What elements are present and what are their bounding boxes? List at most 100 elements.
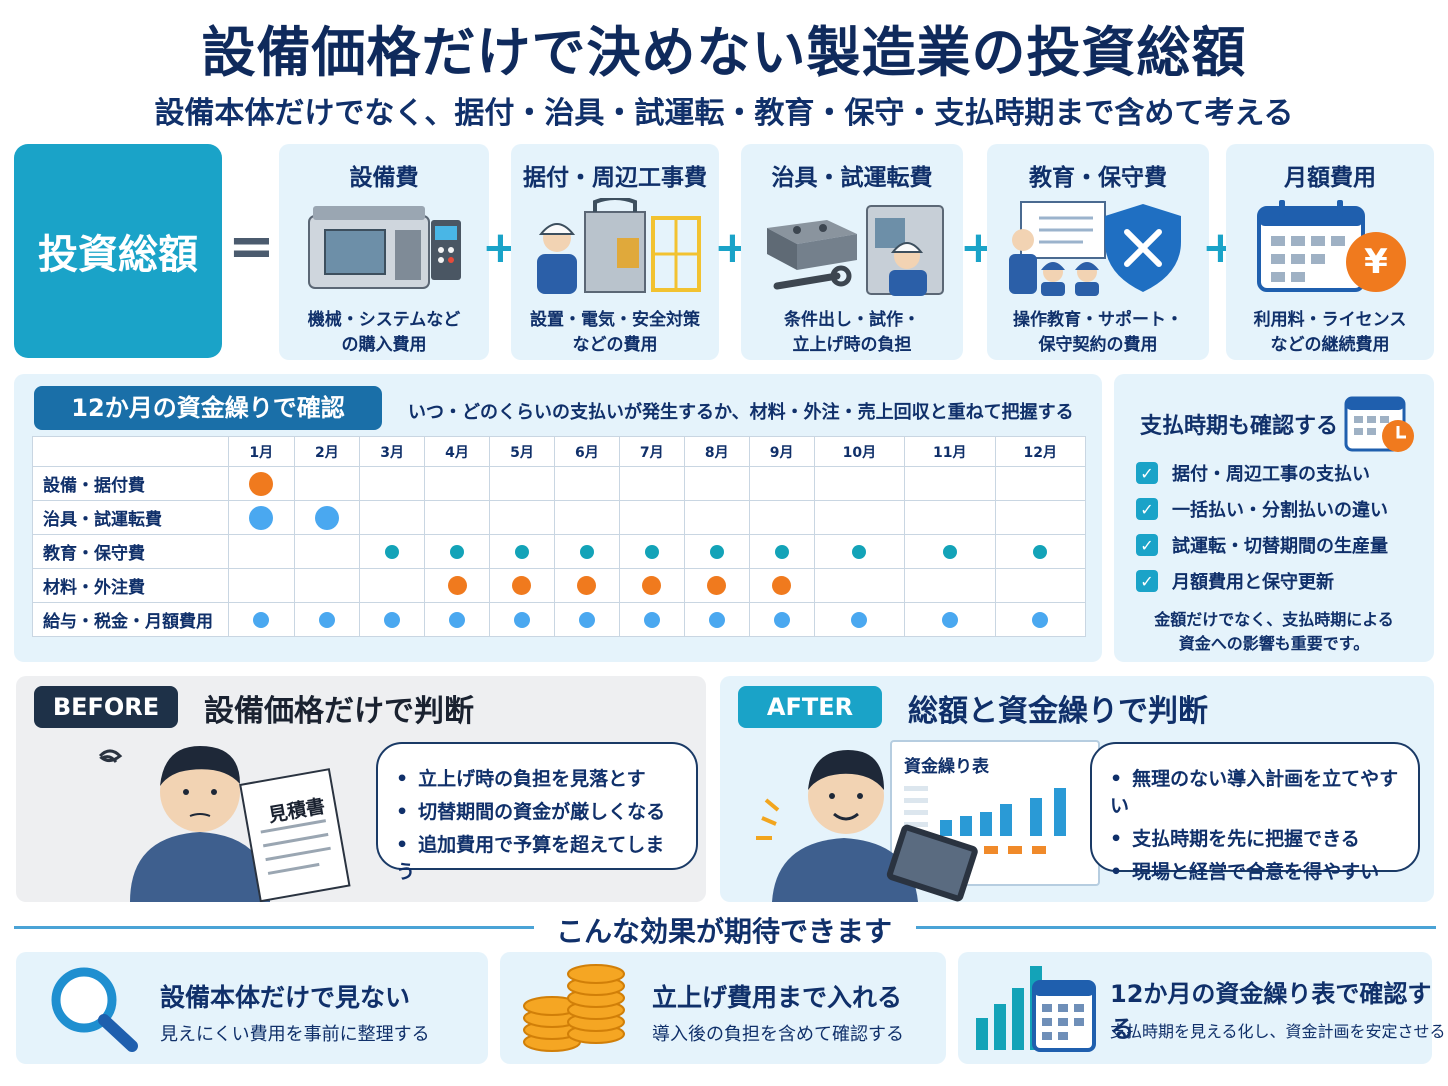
payment-dot: [514, 545, 529, 559]
cashflow-bar-icon: [904, 786, 1066, 854]
calendar-yen-icon: [1257, 200, 1365, 292]
month-header: 4月: [424, 436, 490, 467]
cost-card-desc-1: 設置・電気・安全対策: [530, 310, 700, 330]
schedule-cell: [228, 602, 295, 637]
cost-card-equipment: 設備費 機械・システムなどの購入費用: [279, 144, 489, 360]
payment-dot: [579, 545, 594, 559]
schedule-cell: [618, 534, 685, 569]
schedule-cell: [359, 466, 426, 501]
schedule-cell: [293, 466, 361, 501]
payment-dot: [942, 545, 957, 559]
cost-card-desc-1: 操作教育・サポート・: [1013, 310, 1183, 330]
schedule-corner-cell: [32, 436, 229, 467]
payment-check-title: 支払時期も確認する: [1140, 414, 1339, 439]
schedule-cell: [683, 602, 750, 637]
schedule-cell: [553, 568, 620, 603]
effect-title-1: 設備本体だけで見ない: [160, 983, 411, 1012]
month-header: 11月: [904, 436, 996, 467]
cost-card-jig-trial: 治具・試運転費 条件出し・試作・立上げ時の負担: [741, 144, 963, 360]
before-badge: BEFORE: [34, 686, 178, 728]
equals-sign: =: [228, 214, 275, 279]
payment-dot: [253, 612, 270, 628]
schedule-cell: [994, 534, 1087, 569]
schedule-cell: [359, 568, 426, 603]
payment-dot: [578, 612, 595, 628]
schedule-cell: [359, 534, 426, 569]
schedule-cell: [813, 568, 906, 603]
payment-dot: [249, 505, 274, 530]
payment-check-item-label: 試運転・切替期間の生産量: [1172, 536, 1388, 557]
month-header: 10月: [813, 436, 906, 467]
schedule-cell: [748, 568, 815, 603]
schedule-cell: [618, 602, 685, 637]
after-speech-bubble: 無理のない導入計画を立てやすい支払時期を先に把握できる現場と経営で合意を得やすい: [1090, 742, 1420, 883]
after-title: 総額と資金繰りで判断: [908, 694, 1208, 729]
divider-line-left: [14, 926, 534, 929]
month-header: 8月: [683, 436, 750, 467]
schedule-cell: [424, 534, 490, 569]
month-header: 12月: [994, 436, 1087, 467]
plus-sign: +: [714, 222, 751, 273]
month-header: 9月: [748, 436, 815, 467]
schedule-cell: [553, 602, 620, 637]
schedule-cell: [618, 568, 685, 603]
payment-dot: [772, 576, 792, 595]
schedule-cell: [904, 500, 996, 535]
schedule-cell: [994, 568, 1087, 603]
page-subtitle: 設備本体だけでなく、据付・治具・試運転・教育・保守・支払時期まで含めて考える: [154, 96, 1294, 131]
schedule-cell: [904, 602, 996, 637]
after-point: 無理のない導入計画を立てやすい: [1110, 764, 1400, 818]
payment-check-item-label: 据付・周辺工事の支払い: [1172, 464, 1370, 485]
cost-card-desc-1: 利用料・ライセンス: [1253, 310, 1407, 330]
schedule-cell: [489, 500, 555, 535]
cost-card-installation: 据付・周辺工事費 設置・電気・安全対策などの費用: [511, 144, 719, 360]
schedule-cell: [748, 602, 815, 637]
month-header: 5月: [489, 436, 555, 467]
payment-check-note-1: 金額だけでなく、支払時期による: [1154, 610, 1394, 629]
chart-calendar-icon: [976, 966, 1096, 1052]
schedule-cell: [748, 500, 815, 535]
before-point: 追加費用で予算を超えてしまう: [396, 830, 678, 884]
page-title: 設備価格だけで決めない製造業の投資総額: [201, 21, 1247, 84]
before-speech-bubble: 立上げ時の負担を見落とす切替期間の資金が厳しくなる追加費用で予算を超えてしまう: [376, 742, 698, 883]
schedule-cell: [293, 602, 361, 637]
cost-card-desc-2: 保守契約の費用: [1038, 335, 1158, 355]
before-point: 立上げ時の負担を見落とす: [396, 764, 678, 791]
jig-wrench-icon: [767, 205, 944, 296]
payment-dot: [852, 545, 867, 559]
cost-card-title: 設備費: [349, 165, 419, 191]
schedule-row: 治具・試運転費: [32, 500, 1087, 535]
cost-card-desc-2: 立上げ時の負担: [792, 335, 912, 355]
schedule-row-label: 材料・外注費: [32, 568, 229, 603]
cost-card-title: 据付・周辺工事費: [523, 165, 707, 191]
month-header: 7月: [618, 436, 685, 467]
schedule-row: 設備・据付費: [32, 466, 1087, 501]
payment-dot: [709, 545, 724, 559]
payment-dot: [851, 612, 868, 628]
schedule-cell: [683, 534, 750, 569]
schedule-cell: [813, 500, 906, 535]
cost-card-training-maintenance: 教育・保守費 操作教育・サポート・保守契約の費用: [987, 144, 1209, 360]
month-header: 1月: [228, 436, 295, 467]
cost-card-title: 月額費用: [1284, 165, 1376, 191]
schedule-cell: [293, 500, 361, 535]
before-title: 設備価格だけで判断: [204, 694, 474, 729]
schedule-cell: [424, 602, 490, 637]
schedule-note: いつ・どのくらいの支払いが発生するか、材料・外注・売上回収と重ねて把握する: [408, 402, 1074, 423]
worried-worker-illustration: [98, 746, 351, 902]
checkbox-checked-icon: ✓: [1136, 498, 1158, 520]
schedule-cell: [553, 466, 620, 501]
before-points: 立上げ時の負担を見落とす切替期間の資金が厳しくなる追加費用で予算を超えてしまう: [396, 764, 678, 884]
payment-dot: [513, 612, 530, 628]
checkbox-checked-icon: ✓: [1136, 462, 1158, 484]
payment-check-item: ✓一括払い・分割払いの違い: [1136, 496, 1426, 522]
checkbox-checked-icon: ✓: [1136, 570, 1158, 592]
schedule-cell: [228, 500, 295, 535]
schedule-cell: [904, 568, 996, 603]
schedule-row: 材料・外注費: [32, 568, 1087, 603]
cost-card-desc-2: の購入費用: [341, 335, 427, 355]
yen-coin-icon: ¥: [1346, 232, 1406, 292]
schedule-cell: [748, 534, 815, 569]
cost-card-desc-1: 機械・システムなど: [307, 310, 461, 330]
payment-check-item: ✓試運転・切替期間の生産量: [1136, 532, 1426, 558]
